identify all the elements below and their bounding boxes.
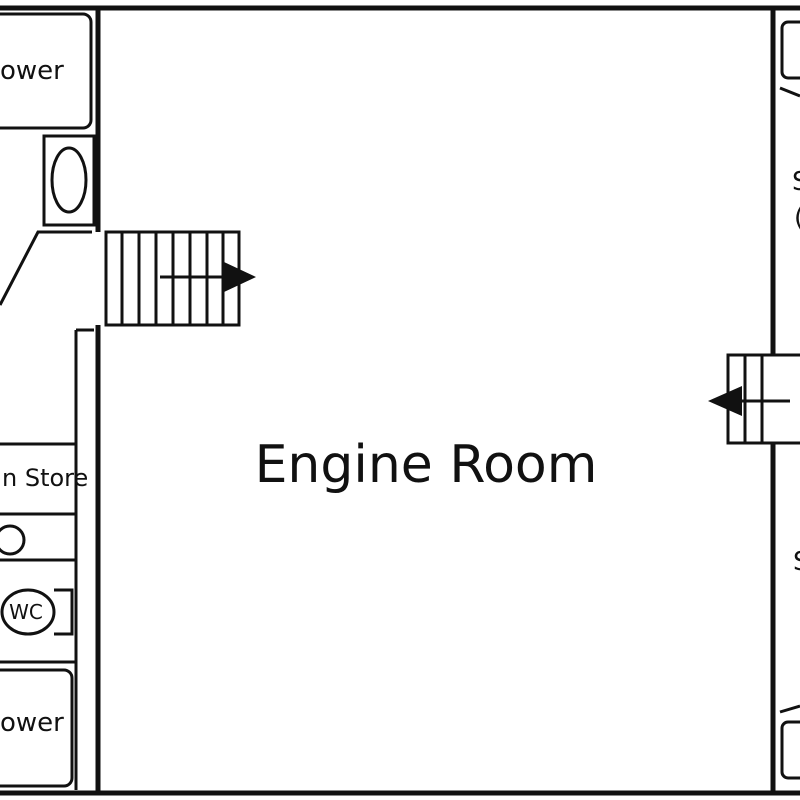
right-partial-label-c: ( (794, 203, 800, 233)
toilet-icon (0, 588, 74, 636)
left-rooms (0, 12, 96, 790)
wc-label: WC (9, 600, 43, 624)
shower-top-outline (0, 12, 93, 130)
stairs-left-arrow-icon (224, 262, 256, 292)
sink-oval-icon (0, 524, 26, 556)
shower-top-label: ower (0, 56, 64, 86)
stairs-right (726, 353, 800, 445)
right-partial-label-s: S (792, 167, 800, 197)
stairs-right-arrow-icon (708, 386, 742, 416)
stairs-left (104, 230, 241, 327)
shower-bottom-label: ower (0, 708, 64, 738)
shower-bottom-outline (0, 668, 74, 788)
store-label: n Store (2, 464, 88, 492)
right-top-fixture (780, 20, 800, 80)
outer-walls (0, 5, 800, 796)
engine-room-label: Engine Room (255, 435, 598, 495)
sink-compartment (42, 134, 96, 227)
corridor-wall (0, 230, 92, 306)
right-rooms (779, 20, 800, 780)
right-partial-label-s2: S (793, 547, 800, 577)
sink-basin-icon (50, 146, 88, 214)
right-bottom-fixture (780, 720, 800, 780)
